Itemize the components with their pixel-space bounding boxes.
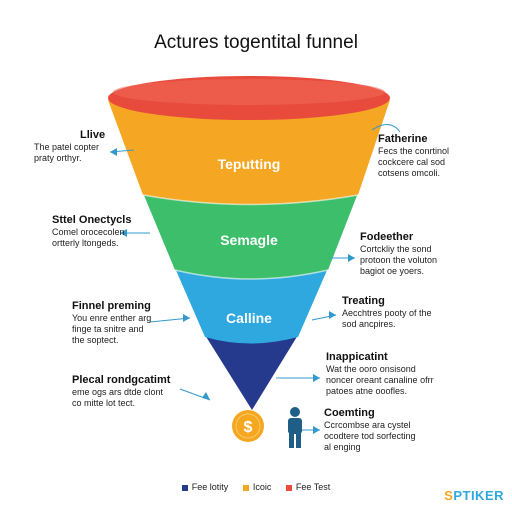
- left-annotation-4: Plecal rondgcatimt eme ogs ars dtde clon…: [72, 375, 170, 409]
- right-annotation-4-heading: Inappicatint: [326, 351, 388, 363]
- funnel-layer-teputting: [108, 100, 390, 205]
- right-annotation-3-heading: Treating: [342, 295, 385, 307]
- person-icon: [288, 407, 302, 448]
- layer-label-semagle: Semagle: [220, 232, 278, 248]
- right-annotation-1: Fatherine Fecs the conrtinol cockcere ca…: [378, 134, 449, 179]
- right-annotation-3: Treating Aecchtres pooty of the sod ancp…: [342, 296, 432, 330]
- right-annotation-5: Coemting Ccrcombse ara cystel ocodtere t…: [324, 408, 416, 453]
- logo-prefix: S: [444, 488, 454, 503]
- coin-symbol: $: [244, 419, 253, 436]
- legend-label: Fee lotity: [191, 482, 229, 492]
- legend-item: Fee lotity: [181, 482, 229, 492]
- legend-item: Fee Test: [285, 482, 331, 492]
- left-annotation-1-heading: Llive: [80, 129, 106, 141]
- legend-label: Icoic: [252, 482, 272, 492]
- left-annotation-3-body: You enre enther arg finge ta snitre and …: [72, 313, 152, 345]
- dollar-coin-icon: [232, 410, 264, 442]
- layer-label-teputting: Teputting: [217, 156, 281, 172]
- brand-logo: SPTIKER: [444, 488, 504, 503]
- left-annotation-4-heading: Plecal rondgcatimt: [72, 374, 171, 386]
- right-annotation-2: Fodeether Cortckliy the sond protoon the…: [360, 232, 437, 277]
- right-annotation-1-heading: Fatherine: [378, 133, 428, 145]
- legend-swatch: [285, 484, 292, 491]
- legend-label: Fee Test: [295, 482, 331, 492]
- left-annotation-2-heading: Sttel Onectycls: [52, 214, 132, 226]
- left-annotation-3: Finnel preming You enre enther arg finge…: [72, 301, 151, 346]
- right-annotation-2-heading: Fodeether: [360, 231, 414, 243]
- left-annotation-3-heading: Finnel preming: [72, 300, 151, 312]
- legend-swatch: [242, 484, 249, 491]
- right-annotation-4: Inappicatint Wat the ooro onsisond nonce…: [326, 352, 434, 397]
- funnel-bottom-cone: [205, 335, 298, 410]
- right-annotation-3-body: Aecchtres pooty of the sod ancpires.: [342, 308, 432, 329]
- left-annotation-4-body: eme ogs ars dtde clont co mitte lot tect…: [72, 387, 164, 408]
- right-annotation-2-body: Cortckliy the sond protoon the voluton b…: [360, 244, 438, 276]
- logo-rest: PTIKER: [453, 488, 504, 503]
- right-annotation-4-body: Wat the ooro onsisond noncer oreant cana…: [326, 364, 434, 396]
- diagram-title: Actures togentital funnel: [154, 32, 358, 53]
- legend-swatch: [181, 484, 188, 491]
- right-annotation-5-heading: Coemting: [324, 407, 375, 419]
- funnel-layer-calline: [175, 268, 328, 344]
- right-annotation-5-body: Ccrcombse ara cystel ocodtere tod sorfec…: [324, 420, 416, 452]
- left-annotation-1: Llive The patel copter praty orthyr.: [34, 129, 106, 164]
- left-annotation-2-body: Comel orocecolen ortterly ltongeds.: [52, 227, 125, 248]
- legend-item: Icoic: [242, 482, 272, 492]
- right-annotation-1-body: Fecs the conrtinol cockcere cal sod cots…: [378, 146, 450, 178]
- funnel-layer-semagle: [143, 193, 358, 279]
- left-annotation-1-body: The patel copter praty orthyr.: [34, 142, 100, 163]
- legend: Fee lotity Icoic Fee Test: [0, 482, 512, 492]
- layer-label-calline: Calline: [226, 310, 272, 326]
- left-annotation-2: Sttel Onectycls Comel orocecolen ortterl…: [52, 215, 131, 249]
